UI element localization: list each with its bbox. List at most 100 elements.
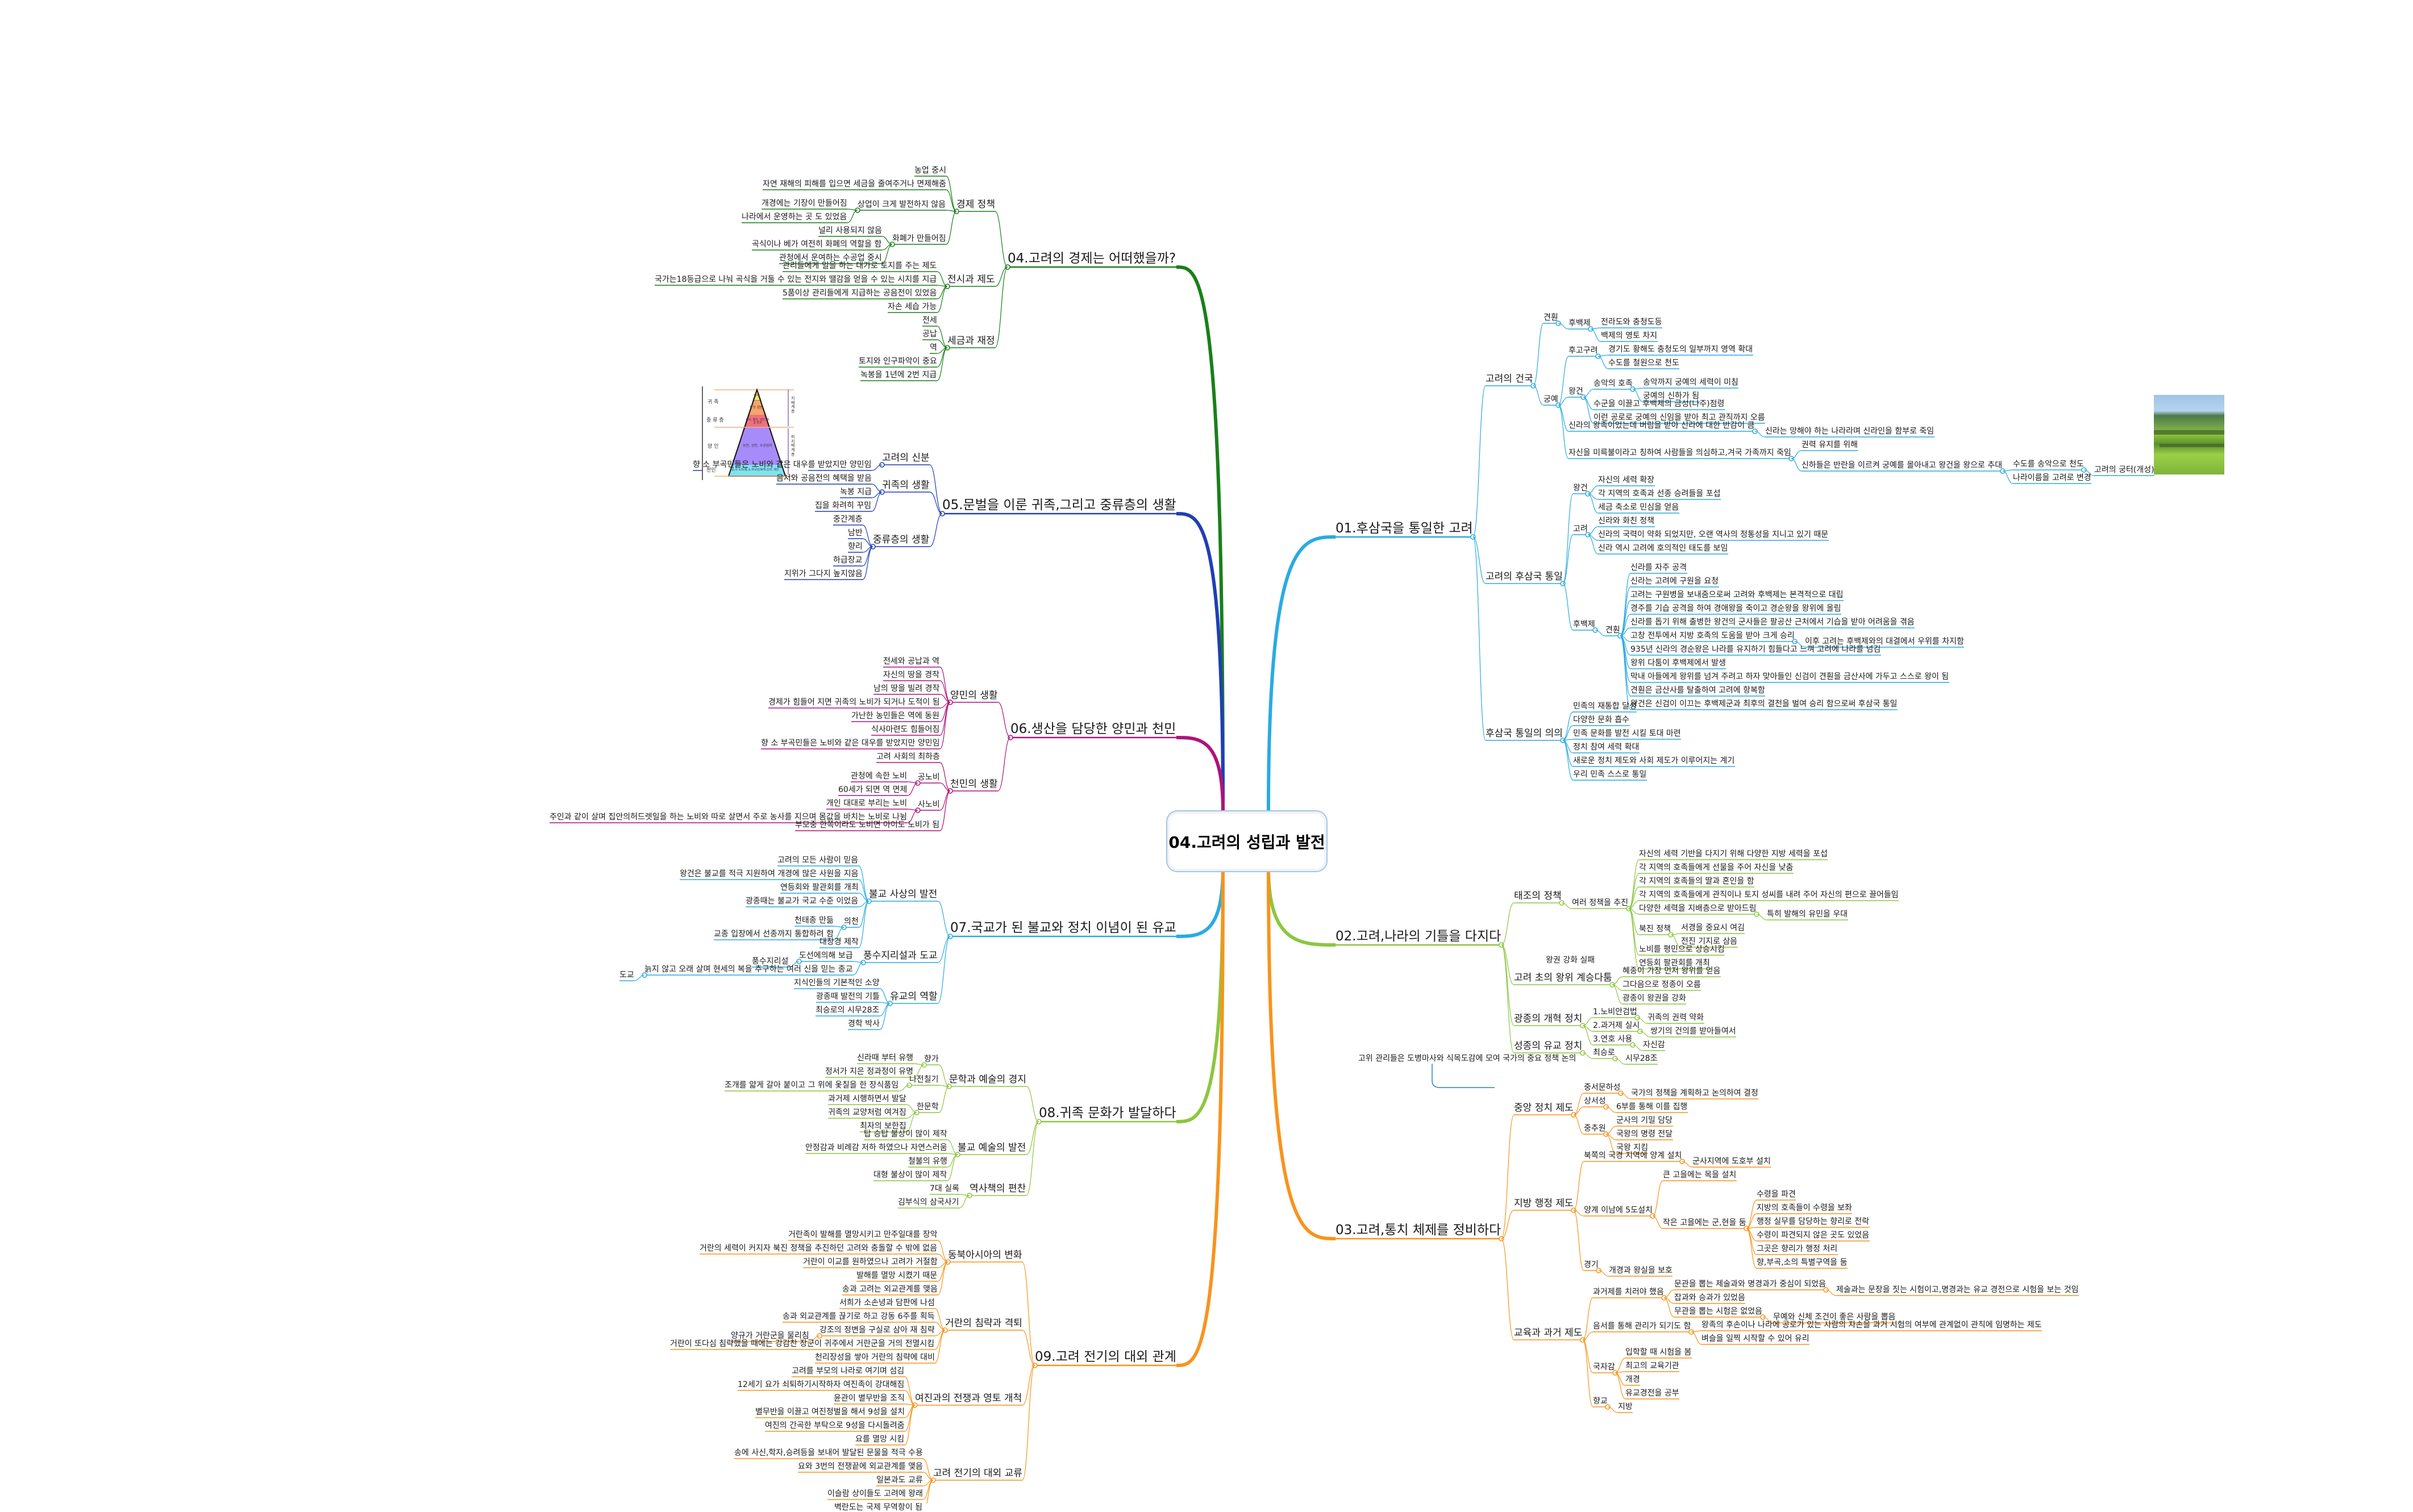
topic-node-level-2[interactable]: 전시과 제도	[947, 274, 995, 285]
topic-node-level-3[interactable]: 새로운 정치 제도와 사회 제도가 이루어지는 계기	[1573, 756, 1735, 765]
topic-node-level-5[interactable]: 신라는 고려에 구원을 요청	[1630, 577, 1719, 586]
topic-node-level-5[interactable]: 송악의 호족	[1594, 379, 1633, 388]
topic-node-level-4[interactable]: 최고의 교육기관	[1625, 1361, 1679, 1371]
topic-node-level-2[interactable]: 광종의 개혁 정치	[1514, 1013, 1583, 1024]
topic-node-level-3[interactable]: 12세기 요가 쇠퇴하기시작하자 여진족이 강대해짐	[738, 1380, 905, 1389]
topic-node-level-3[interactable]: 경제가 힘들어 지면 귀족의 노비가 되거나 도적이 됨	[768, 698, 940, 707]
topic-node-level-2[interactable]: 고려의 신분	[882, 452, 930, 464]
topic-node-level-4[interactable]: 잡과와 승과가 있었음	[1674, 1293, 1745, 1302]
topic-node-level-3[interactable]: 벽란도는 국제 무역항이 됨	[834, 1503, 923, 1512]
topic-node-level-3[interactable]: 중추원	[1584, 1124, 1606, 1133]
topic-node-level-3[interactable]: 윤관이 별무반을 조직	[834, 1394, 905, 1403]
topic-node-level-3[interactable]: 과거제를 치러야 했음	[1593, 1288, 1664, 1297]
topic-node-level-2[interactable]: 후삼국 통일의 의의	[1486, 728, 1563, 739]
topic-node-level-3[interactable]: 고려	[1573, 524, 1588, 534]
topic-node-level-3[interactable]: 전세	[922, 316, 937, 325]
topic-node-level-3[interactable]: 안정감과 비례감 저하 하였으나 자연스러움	[805, 1143, 947, 1152]
topic-node-level-3[interactable]: 거란의 세력이 커지자 북진 정책을 추진하던 고려와 충돌할 수 밖에 없음	[700, 1244, 938, 1253]
topic-node-level-1[interactable]: 07.국교가 된 불교와 정치 이념이 된 유교	[950, 920, 1176, 935]
topic-node-level-3[interactable]: 다양한 문화 흡수	[1573, 715, 1630, 724]
topic-node-level-3[interactable]: 자연 재해의 피해를 입으면 세금을 줄여주거나 면제해줌	[763, 180, 946, 189]
topic-node-level-3[interactable]: 남반	[848, 528, 863, 538]
topic-node-level-3[interactable]: 발해를 멸망 시켰기 때문	[856, 1271, 938, 1280]
topic-node-level-3[interactable]: 하급장교	[833, 556, 863, 565]
topic-node-level-3[interactable]: 서희가 소손녕과 담판에 나섬	[839, 1298, 935, 1307]
topic-node-level-3[interactable]: 3.연호 사용	[1593, 1035, 1633, 1044]
topic-node-level-4[interactable]: 각 지역의 호족과 선종 승려들을 포섭	[1598, 489, 1721, 498]
topic-node-level-3[interactable]: 공노비	[918, 773, 940, 782]
topic-node-level-6[interactable]: 이후 고려는 후백제와의 대결에서 우위를 차지함	[1805, 637, 1964, 646]
topic-node-level-3[interactable]: 녹봉 지급	[840, 488, 872, 497]
topic-node-level-5[interactable]: 전라도와 충청도등	[1601, 318, 1662, 327]
topic-node-level-4[interactable]: 개경	[1625, 1375, 1640, 1384]
topic-node-level-3[interactable]: 상업이 크게 발전하지 않음	[858, 200, 946, 209]
topic-node-level-4[interactable]: 과거제 시행하면서 발달	[828, 1094, 906, 1103]
topic-node-level-3[interactable]: 최승로	[1593, 1048, 1615, 1057]
topic-node-level-1[interactable]: 09.고려 전기의 대외 관계	[1035, 1349, 1176, 1364]
topic-node-level-3[interactable]: 1.노비안검법	[1593, 1007, 1637, 1017]
topic-node-level-2[interactable]: 문학과 예술의 경지	[949, 1074, 1026, 1085]
topic-node-level-2[interactable]: 중류층의 생활	[873, 534, 930, 545]
topic-node-level-5[interactable]: 경주를 기습 공격을 하여 경애왕을 죽이고 경순왕을 왕위에 올림	[1630, 604, 1841, 613]
topic-node-level-3[interactable]: 왕건은 불교를 적극 지원하여 개경에 많은 사원을 지음	[680, 869, 859, 878]
topic-node-level-3[interactable]: 관리들에게 일을 하는 대가로 토지를 주는 제도	[783, 261, 937, 270]
topic-node-level-4[interactable]: 벼슬을 일찍 시작할 수 있어 유리	[1701, 1334, 1809, 1343]
topic-node-level-3[interactable]: 향 소 부곡민들은 노비와 같은 대우를 받았지만 양민임	[693, 460, 872, 469]
topic-node-level-5[interactable]: 권력 유지를 위해	[1802, 440, 1858, 449]
topic-node-level-1[interactable]: 08.귀족 문화가 발달하다	[1039, 1106, 1176, 1121]
topic-node-level-3[interactable]: 북쪽의 국경 지역에 양계 설치	[1584, 1151, 1682, 1160]
topic-node-level-3[interactable]: 토지와 인구파악이 중요	[859, 357, 937, 366]
topic-node-level-4[interactable]: 나라에서 운영하는 곳 도 있었음	[742, 213, 847, 222]
topic-node-level-2[interactable]: 불교 예술의 발전	[958, 1142, 1026, 1153]
topic-node-level-6[interactable]: 궁예의 신하가 됨	[1643, 391, 1700, 401]
topic-node-level-3[interactable]: 음서를 통해 관리가 되기도 함	[1593, 1322, 1691, 1331]
topic-node-level-4[interactable]: 도교	[619, 970, 634, 980]
topic-node-level-3[interactable]: 가난한 농민들은 역에 동원	[851, 711, 940, 720]
topic-node-level-4[interactable]: 신라의 국력이 약화 되었지만, 오랜 역사의 정통성을 지니고 있기 때문	[1598, 530, 1829, 539]
topic-node-level-2[interactable]: 교육과 과거 제도	[1514, 1327, 1583, 1339]
topic-node-level-1[interactable]: 01.후삼국을 통일한 고려	[1336, 521, 1473, 536]
topic-node-level-2[interactable]: 귀족의 생활	[882, 480, 930, 491]
topic-node-level-2[interactable]: 고려 전기의 대외 교류	[933, 1468, 1022, 1479]
topic-node-level-5[interactable]: 서경을 중요시 여김	[1681, 923, 1745, 932]
topic-node-level-5[interactable]: 수군을 이끌고 후백제의 금성(나주)점령	[1594, 399, 1725, 409]
topic-node-level-2[interactable]: 양민의 생활	[950, 690, 998, 701]
topic-node-level-4[interactable]: 신라 역시 고려에 호의적인 태도를 보임	[1598, 544, 1728, 553]
topic-node-level-5[interactable]: 무예와 신체 조건이 좋은 사람을 뽑음	[1773, 1313, 1896, 1322]
topic-node-level-4[interactable]: 국가의 정책을 계획하고 논의하여 결정	[1631, 1089, 1758, 1098]
topic-node-level-3[interactable]: 광종이 왕권을 강화	[1622, 994, 1686, 1003]
topic-node-level-1[interactable]: 06.생산을 담당한 양민과 천민	[1010, 722, 1176, 736]
topic-node-level-3[interactable]: 김부식의 삼국사기	[898, 1198, 959, 1207]
topic-node-level-3[interactable]: 혜종이 가장 먼저 왕위를 얻음	[1622, 967, 1721, 976]
topic-node-level-4[interactable]: 조개를 얇게 갈아 붙이고 그 위에 옻칠을 한 장식품임	[725, 1081, 899, 1090]
topic-node-level-4[interactable]: 신라때 부터 유행	[857, 1053, 914, 1063]
topic-node-level-6[interactable]: 나라이름을 고려로 변경	[2013, 473, 2091, 482]
topic-node-level-4[interactable]: 각 지역의 호족들에게 관직이나 토지 성씨를 내려 주어 자신의 편으로 끌어…	[1639, 890, 1899, 899]
topic-node-level-4[interactable]: 주인과 같이 살며 집안의허드렛일을 하는 노비와 따로 살면서 주로 농사를 …	[550, 813, 908, 822]
topic-node-level-3[interactable]: 2.과거제 실시	[1593, 1021, 1640, 1030]
topic-node-level-4[interactable]: 풍수지리설	[752, 957, 789, 966]
topic-node-level-5[interactable]: 견훤은 금산사를 탈출하여 고려에 항복함	[1630, 686, 1765, 695]
topic-node-level-3[interactable]: 경학 박사	[848, 1019, 880, 1028]
topic-node-level-4[interactable]: 쌍기의 건의를 받아들여서	[1650, 1027, 1736, 1036]
topic-node-level-3[interactable]: 집을 화려히 꾸밈	[815, 501, 872, 510]
topic-node-level-3[interactable]: 연등회와 팔관회를 개최	[780, 883, 859, 892]
topic-node-level-1[interactable]: 05.문벌을 이룬 귀족,그리고 중류층의 생활	[942, 498, 1176, 513]
topic-node-level-4[interactable]: 60세가 되면 역 면제	[838, 785, 908, 794]
topic-node-level-3[interactable]: 거란이 또다심 침략했을 때에는 강감찬 장군이 귀주에서 거란군을 거의 전멸…	[670, 1339, 935, 1348]
topic-node-level-5[interactable]: 신라를 돕기 위해 출병한 왕건의 군사들은 팔공산 근처에서 기습을 받아 어…	[1630, 618, 1915, 627]
topic-node-level-3[interactable]: 요와 3번의 전쟁끝에 외교관계를 맺음	[798, 1462, 923, 1471]
topic-node-level-4[interactable]: 무관을 뽑는 시험은 없었음	[1674, 1307, 1763, 1316]
topic-node-level-3[interactable]: 송과 고려는 외교관계를 맺음	[842, 1285, 938, 1294]
topic-node-level-3[interactable]: 역	[930, 343, 937, 352]
topic-node-level-3[interactable]: 거란족이 발해를 멸망시키고 만주일대를 장악	[788, 1230, 938, 1239]
topic-node-level-4[interactable]: 시무28조	[1625, 1054, 1658, 1063]
topic-node-level-4[interactable]: 입학할 때 시험을 봄	[1625, 1348, 1692, 1357]
topic-node-level-3[interactable]: 광종때는 불교가 국교 수준 이었음	[746, 897, 859, 906]
topic-node-level-3[interactable]: 그다음으로 정종이 오름	[1622, 980, 1701, 989]
topic-node-level-6[interactable]: 송악까지 궁예의 세력이 미침	[1643, 378, 1738, 387]
topic-node-level-3[interactable]: 국가는18등급으로 나눠 곡식을 거둘 수 있는 전지와 땔감을 얻을 수 있는…	[655, 275, 937, 284]
topic-node-level-3[interactable]: 일본과도 교류	[876, 1476, 923, 1485]
topic-node-level-3[interactable]: 향가	[924, 1055, 939, 1064]
topic-node-level-4[interactable]: 노비를 평민으로 상승시킴	[1639, 945, 1725, 954]
